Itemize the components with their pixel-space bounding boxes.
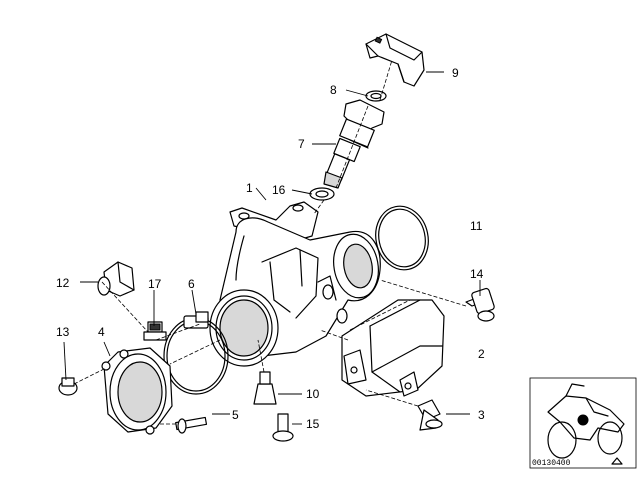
callout-16: 16 [272, 183, 286, 197]
callout-14: 14 [470, 267, 484, 281]
callout-11: 11 [470, 219, 483, 233]
part-9-connector-cap [365, 33, 425, 87]
callout-5: 5 [232, 408, 239, 422]
callout-7: 7 [298, 137, 305, 151]
callout-17: 17 [148, 277, 162, 291]
part-11-o-ring [375, 205, 429, 271]
part-7-throttle-sensor [323, 99, 385, 189]
callout-4: 4 [98, 325, 105, 339]
callout-2: 2 [478, 347, 485, 361]
callout-1: 1 [246, 181, 253, 195]
part-14-screw [465, 287, 495, 322]
part-1-throttle-body [209, 201, 381, 367]
callout-12: 12 [56, 276, 70, 290]
part-10-nozzle-cap [253, 371, 277, 405]
part-12-sensor-plug [97, 261, 135, 297]
part-4-rubber-boot [101, 347, 173, 435]
part-17-sensor [143, 321, 167, 341]
callout-13: 13 [56, 325, 70, 339]
callout-10: 10 [306, 387, 320, 401]
locator-thumbnail: 00130400 [529, 377, 637, 469]
part-5-bolt [175, 416, 208, 434]
part-13-cap [58, 377, 78, 396]
part-3-bolt [417, 399, 443, 431]
callout-6: 6 [188, 277, 195, 291]
leader-lines [63, 71, 481, 425]
callout-3: 3 [478, 408, 485, 422]
part-8-seal-ring [365, 90, 387, 102]
thumbnail-code: 00130400 [532, 459, 571, 468]
part-16-gasket [309, 187, 335, 201]
part-6-hose-clamp [163, 311, 229, 395]
assembly-lines [73, 59, 467, 425]
callout-labels: 1 2 3 4 5 6 7 8 9 10 11 12 13 14 15 16 1… [56, 66, 485, 431]
callout-8: 8 [330, 83, 337, 97]
part-2-control-module [341, 299, 445, 397]
callout-9: 9 [452, 66, 459, 80]
callout-15: 15 [306, 417, 320, 431]
motorcycle-icon [547, 383, 625, 459]
part-15-bolt [272, 413, 294, 442]
